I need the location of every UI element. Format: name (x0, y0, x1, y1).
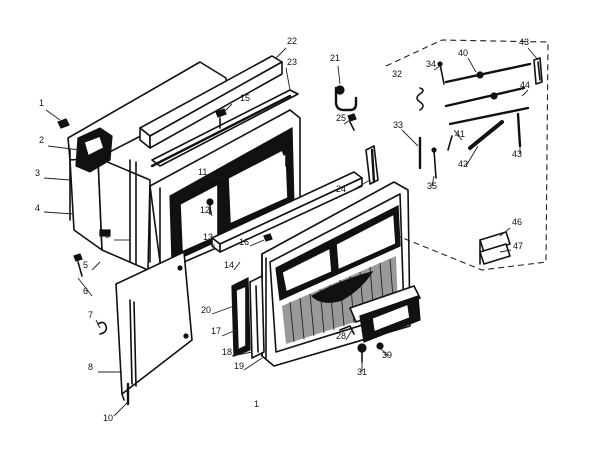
leader-lines (43, 47, 539, 417)
callout-c17: 17 (211, 326, 221, 336)
callout-c4: 4 (35, 203, 40, 213)
callout-c7: 7 (88, 310, 93, 320)
callout-c43b: 43 (512, 149, 522, 159)
callout-c11: 11 (198, 167, 207, 177)
callout-c15: 15 (240, 93, 250, 103)
callout-c22: 22 (287, 36, 297, 46)
callout-c9: 9 (105, 230, 110, 240)
callout-c31: 31 (357, 367, 367, 377)
hook-21 (334, 85, 358, 112)
callout-c28: 28 (336, 331, 346, 341)
callout-c14: 14 (224, 260, 234, 270)
cabinet-side-panel (67, 61, 227, 271)
hardware-kit (416, 57, 543, 265)
callout-c33: 33 (393, 120, 403, 130)
callout-c1b: 1 (254, 399, 259, 409)
callout-c46: 46 (512, 217, 522, 227)
top-rail-23 (150, 89, 299, 168)
filter-pieces (231, 275, 265, 359)
callout-c16: 16 (239, 237, 249, 247)
callout-c6: 6 (83, 286, 88, 296)
chassis-frame (149, 109, 301, 269)
callout-c40: 40 (458, 48, 468, 58)
front-side-panel (115, 251, 193, 406)
callout-c41: 41 (455, 129, 465, 139)
callout-c20: 20 (201, 305, 211, 315)
callout-c3: 3 (35, 168, 40, 178)
callout-c34: 34 (426, 59, 436, 69)
callout-c43a: 43 (519, 37, 529, 47)
callout-c8: 8 (88, 362, 93, 372)
callout-c2: 2 (39, 135, 44, 145)
rail-14 (211, 171, 363, 253)
callout-c25: 25 (336, 113, 346, 123)
callout-c23: 23 (287, 57, 297, 67)
fasteners (57, 108, 357, 335)
callout-c42: 42 (458, 159, 468, 169)
callout-c24: 24 (336, 184, 346, 194)
parts-kit-outline (385, 39, 549, 271)
trim-strip-24 (365, 145, 379, 185)
callout-c18: 18 (222, 347, 232, 357)
callout-c12: 12 (200, 205, 210, 215)
callout-c13: 13 (203, 232, 213, 242)
callout-c21: 21 (330, 53, 340, 63)
top-rail-22 (139, 55, 283, 149)
callout-c39: 39 (382, 350, 392, 360)
callout-c5: 5 (83, 260, 88, 270)
callout-c47: 47 (513, 241, 523, 251)
control-panel (339, 285, 421, 363)
callout-labels: 1234567891011121314151617181920212223242… (35, 36, 530, 423)
callout-c32: 32 (392, 69, 402, 79)
callout-c10: 10 (103, 413, 113, 423)
callout-c35: 35 (427, 181, 437, 191)
callout-c19: 19 (234, 361, 244, 371)
callout-c1: 1 (39, 98, 44, 108)
callout-c44: 44 (520, 80, 530, 90)
